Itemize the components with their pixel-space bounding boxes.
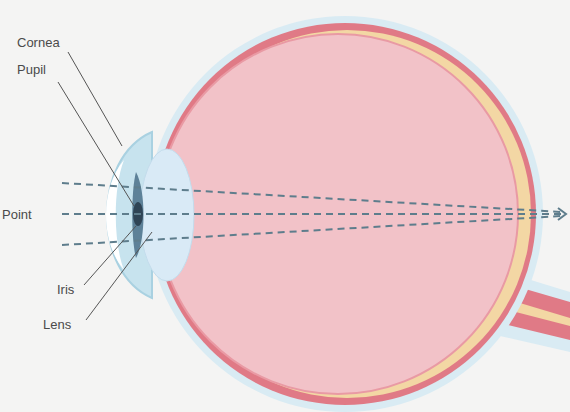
- part-label: Point: [2, 208, 32, 221]
- leader-lines: [58, 52, 152, 320]
- part-label: Pupil: [17, 63, 46, 76]
- ray-arrowhead: [558, 208, 566, 220]
- part-label: Iris: [57, 283, 74, 296]
- part-label: Lens: [43, 318, 71, 331]
- light-rays: [62, 183, 562, 245]
- part-label: Cornea: [17, 36, 60, 49]
